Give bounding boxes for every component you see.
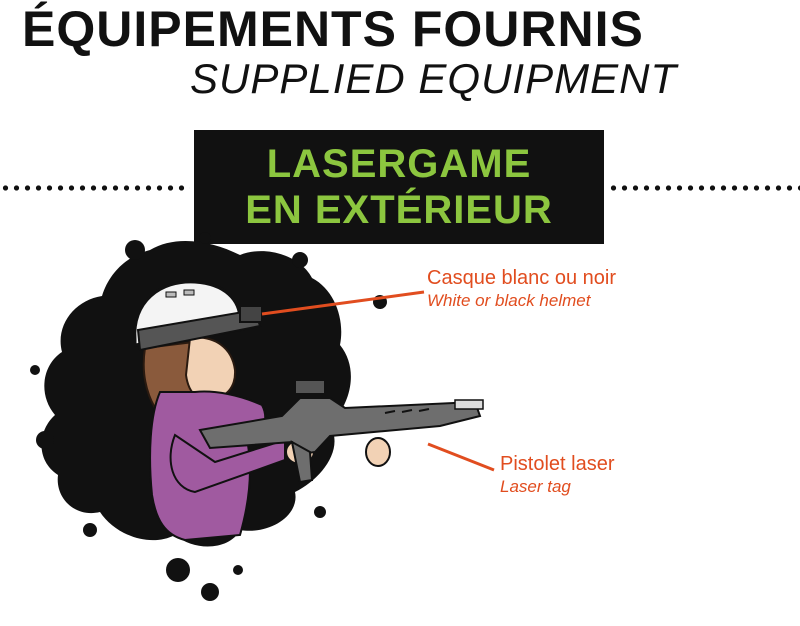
helmet-label-fr: Casque blanc ou noir [427, 267, 617, 289]
hand-front [365, 437, 391, 467]
helmet-callout: Casque blanc ou noir White or black helm… [427, 266, 616, 312]
laser-gun-icon [198, 379, 484, 484]
gun-label-fr: Pistolet laser [500, 453, 615, 475]
helmet-leader-line [261, 290, 425, 316]
gun-label-en: Laser tag [500, 477, 571, 496]
helmet-label-en: White or black helmet [427, 291, 591, 310]
gun-leader-line [427, 442, 495, 472]
helmet-icon [133, 280, 263, 352]
banner-line-1: LASERGAME [266, 142, 532, 186]
dotted-divider-right [608, 184, 800, 192]
face [184, 336, 237, 402]
banner-line-2: EN EXTÉRIEUR [245, 188, 553, 232]
page-title: ÉQUIPEMENTS FOURNIS [22, 1, 644, 57]
page-subtitle: SUPPLIED EQUIPMENT [190, 55, 678, 102]
dotted-divider-left [0, 184, 190, 192]
arm [169, 433, 286, 494]
activity-banner: LASERGAME EN EXTÉRIEUR [194, 130, 604, 244]
gun-callout: Pistolet laser Laser tag [500, 452, 615, 498]
laser-tag-illustration [30, 232, 495, 601]
